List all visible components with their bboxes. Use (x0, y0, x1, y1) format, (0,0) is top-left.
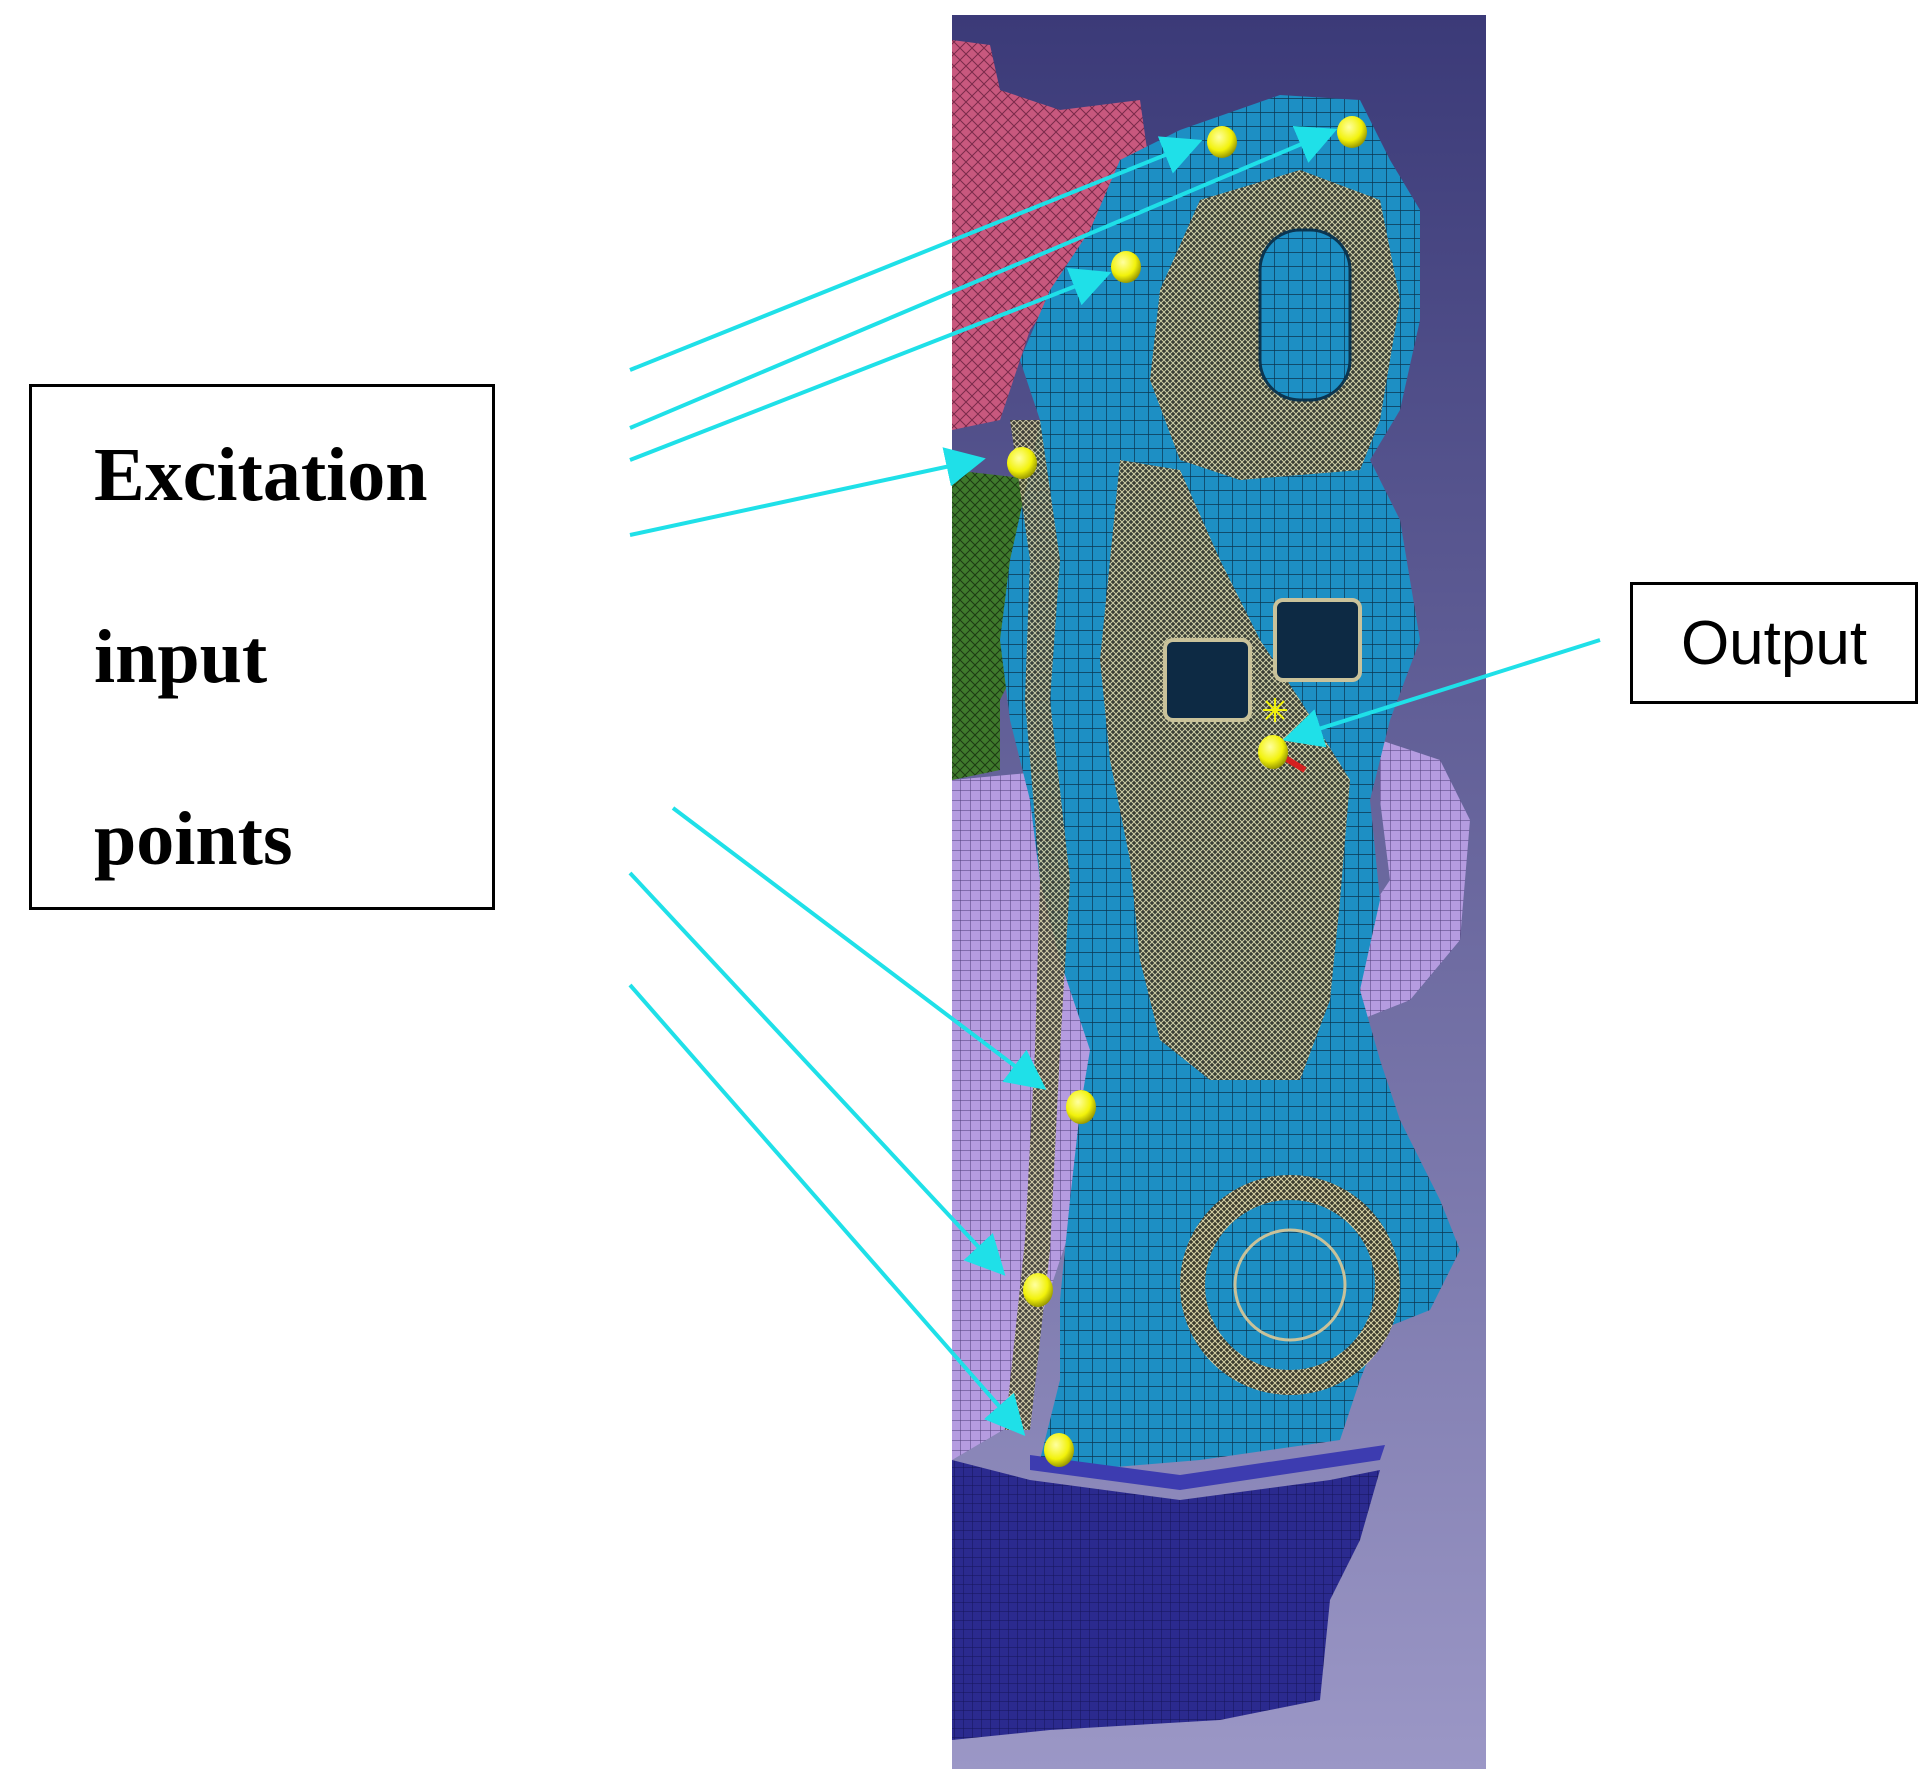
output-label-box: Output (1630, 582, 1918, 704)
arrow-excitation-2 (629, 126, 1338, 430)
output-label: Output (1680, 608, 1868, 678)
marker-output (1258, 735, 1288, 769)
engine-model (952, 40, 1470, 1740)
arrow-output (1282, 638, 1601, 748)
oil-pan-mesh (952, 1460, 1380, 1740)
oil-pan-flange (1030, 1445, 1385, 1490)
excitation-line-2: input (94, 615, 268, 699)
dense-mesh-middle (1100, 460, 1350, 1080)
marker-7 (1044, 1433, 1074, 1467)
marker-5 (1066, 1090, 1096, 1124)
marker-2 (1337, 116, 1367, 148)
marker-4 (1007, 447, 1037, 479)
window-left (1163, 638, 1252, 722)
dense-mesh-border (1005, 420, 1070, 1430)
crank-seal-center (1233, 1228, 1347, 1342)
arrow-excitation-6 (628, 871, 1006, 1276)
arrow-excitation-1 (629, 136, 1203, 372)
cylinder-head-mesh (952, 40, 1150, 430)
excitation-label-box: Excitation input points (29, 384, 495, 910)
output-star (1263, 698, 1287, 722)
side-bracket-mesh (1350, 740, 1470, 1020)
excitation-line-1: Excitation (94, 433, 428, 517)
window-right (1273, 598, 1362, 682)
arrow-excitation-3 (629, 268, 1112, 462)
arrow-excitation-5 (671, 806, 1047, 1090)
marker-1 (1207, 126, 1237, 158)
arrow-excitation-4 (629, 447, 986, 537)
excitation-line-3: points (94, 797, 293, 881)
marker-6 (1023, 1273, 1053, 1307)
excitation-arrows (628, 126, 1601, 1437)
marker-3 (1111, 251, 1141, 283)
upper-port (1258, 228, 1352, 402)
arrow-excitation-7 (628, 983, 1026, 1437)
excitation-markers (1007, 116, 1367, 1467)
